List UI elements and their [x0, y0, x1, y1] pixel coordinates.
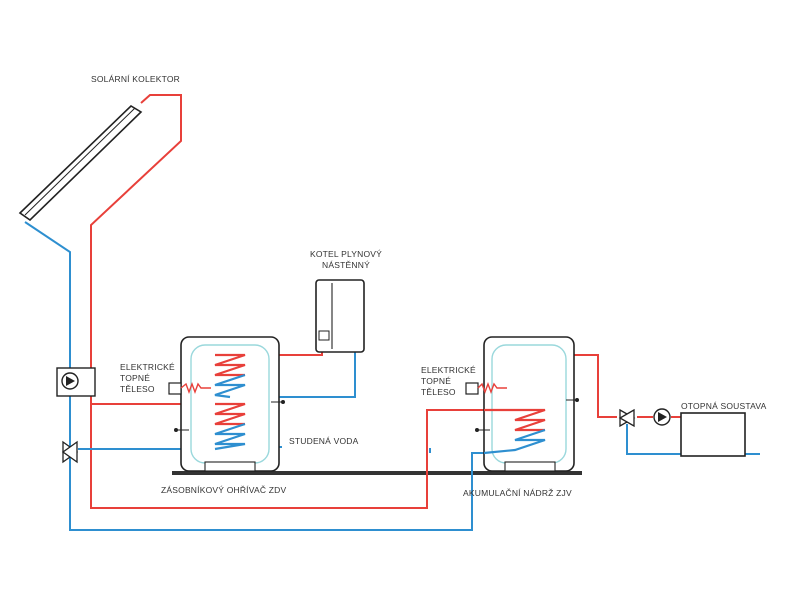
dhw-tank-lower-coil [214, 402, 246, 426]
electric-heater-right [465, 382, 507, 395]
gas-boiler-label-line1: KOTEL PLYNOVÝ [309, 249, 383, 259]
floor-line [172, 471, 582, 475]
heater-right-label-line1: ELEKTRICKÉ [421, 365, 476, 375]
dhw-tank-upper-coil [214, 353, 246, 377]
accumulation-tank [475, 336, 579, 472]
hot-water-pipes [90, 94, 681, 509]
cold-water-label: STUDENÁ VODA [289, 436, 359, 446]
heater-right-label-line3: TĚLESO [421, 387, 456, 397]
heating-pump-icon [653, 408, 671, 426]
three-way-valve-left-icon [61, 440, 79, 464]
heater-left-label-line3: TĚLESO [120, 384, 155, 394]
gas-boiler [315, 279, 365, 353]
heater-left-label-line1: ELEKTRICKÉ [120, 362, 175, 372]
accumulation-tank-label: AKUMULAČNÍ NÁDRŽ ZJV [463, 488, 572, 498]
gas-boiler-label-line2: NÁSTĚNNÝ [322, 260, 370, 270]
heater-left-label-line2: TOPNÉ [120, 373, 151, 383]
accumulation-tank-coil [484, 408, 546, 432]
solar-collector [18, 104, 143, 222]
heating-system-label: OTOPNÁ SOUSTAVA [681, 401, 767, 411]
heating-system-box [680, 412, 746, 457]
solar-collector-label: SOLÁRNÍ KOLEKTOR [91, 74, 181, 84]
dhw-tank-label: ZÁSOBNÍKOVÝ OHŘÍVAČ ZDV [161, 485, 287, 495]
dhw-tank [174, 336, 285, 472]
three-way-valve-right-icon [618, 408, 636, 428]
electric-heater-left [168, 382, 211, 395]
solar-pump-station [56, 367, 96, 397]
heater-right-label-line2: TOPNÉ [421, 376, 452, 386]
